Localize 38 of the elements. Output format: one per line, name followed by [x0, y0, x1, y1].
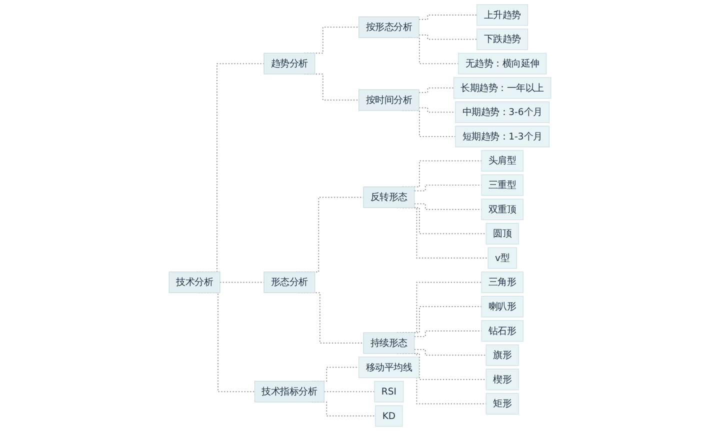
- connector: [220, 282, 264, 283]
- node-box: 圆顶: [486, 223, 519, 244]
- node-box: 按形态分析: [358, 16, 420, 38]
- node-box: 矩形: [486, 393, 519, 415]
- node-box: 上升趋势: [476, 4, 528, 26]
- node-box: 旗形: [486, 344, 519, 366]
- node-box: RSI: [374, 380, 404, 402]
- node-box: 短期趋势：1-3个月: [455, 126, 550, 148]
- node-box: 钻石形: [481, 320, 524, 342]
- connector: [414, 184, 482, 192]
- connector: [418, 34, 478, 40]
- connector: [414, 330, 482, 337]
- node-box: 技术指标分析: [254, 380, 324, 402]
- node-box: 下跌趋势: [476, 28, 528, 50]
- node-box: 楔形: [486, 368, 519, 390]
- node-box: 无趋势：横向延伸: [458, 52, 547, 74]
- node-box: 移动平均线: [358, 356, 420, 378]
- node-box: 趋势分析: [264, 52, 316, 74]
- node-box: 头肩型: [481, 150, 524, 172]
- node-box: 持续形态: [363, 332, 415, 354]
- node-box: 中期趋势：3-6个月: [455, 102, 550, 123]
- node-box: 三重型: [481, 174, 524, 196]
- node-box: 反转形态: [363, 186, 415, 208]
- node-box: 形态分析: [264, 272, 316, 294]
- node-box: 技术分析: [168, 272, 220, 294]
- node-box: 双重顶: [481, 198, 524, 220]
- connector: [324, 391, 375, 392]
- connector: [418, 88, 454, 93]
- connector: [414, 349, 487, 356]
- node-box: 三角形: [481, 272, 524, 294]
- connector: [418, 107, 456, 113]
- node-box: KD: [375, 405, 403, 427]
- node-box: 长期趋势：一年以上: [453, 77, 552, 99]
- node-box: v型: [488, 247, 517, 269]
- connector: [418, 14, 478, 20]
- connector: [414, 203, 482, 210]
- node-box: 按时间分析: [358, 89, 420, 111]
- node-box: 喇叭形: [481, 296, 524, 318]
